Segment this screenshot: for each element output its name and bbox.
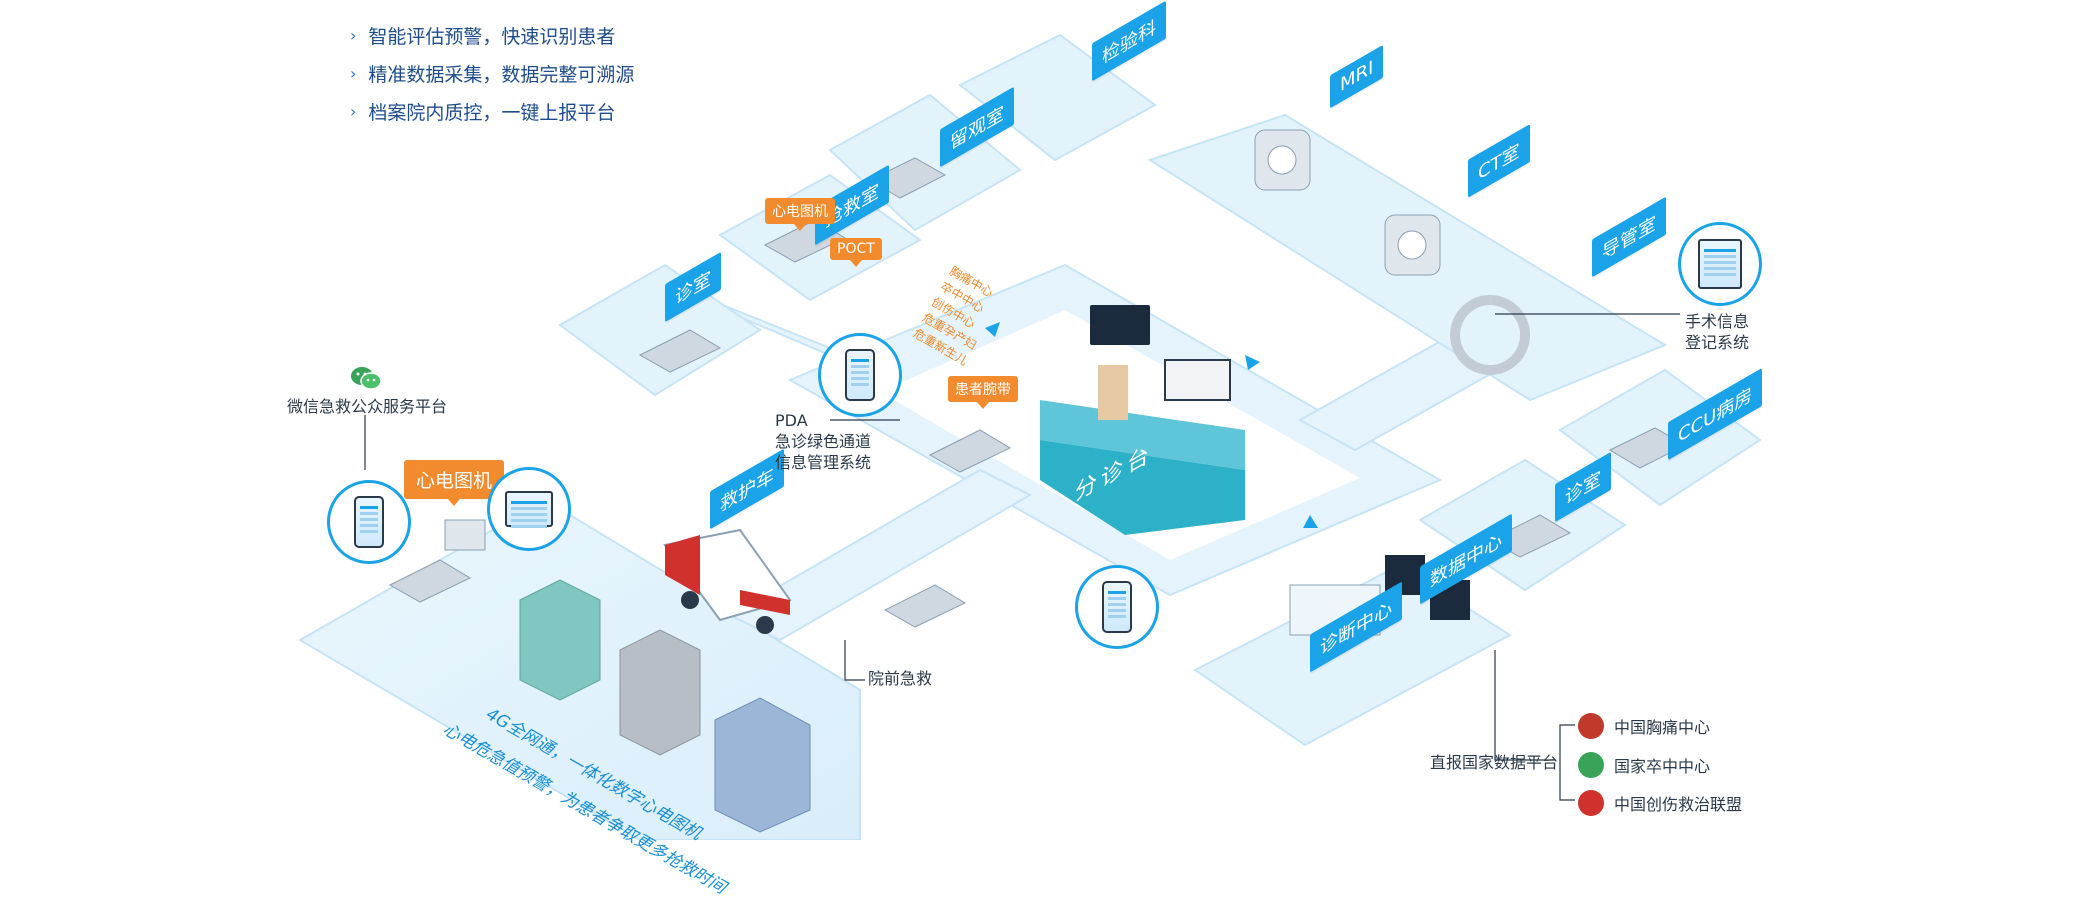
org-name: 国家卒中中心 xyxy=(1614,757,1711,776)
tag-wristband: 患者腕带 xyxy=(948,376,1018,409)
chevron-right-icon: › xyxy=(350,63,357,83)
tag-ecg-big: 心电图机 xyxy=(404,460,505,506)
feature-bullet: › 智能评估预警，快速识别患者 xyxy=(350,16,634,54)
phone-circle-prehospital xyxy=(1075,565,1159,649)
surgery-system-circle xyxy=(1678,222,1762,306)
chest-pain-seal-icon xyxy=(1578,713,1604,739)
hospital-building-icon xyxy=(519,579,811,833)
callout-wechat: 微信急救公众服务平台 xyxy=(287,397,448,416)
stroke-seal-icon xyxy=(1578,752,1604,778)
org-name: 中国创伤救治联盟 xyxy=(1614,795,1743,814)
bullet-text: 精准数据采集，数据完整可溯源 xyxy=(368,63,635,86)
callout-surgery: 手术信息 登记系统 xyxy=(1685,311,1749,353)
phone-circle-wechat xyxy=(327,480,411,564)
wechat-icon xyxy=(351,367,382,390)
org-name: 中国胸痛中心 xyxy=(1614,718,1711,737)
room-floor-lab xyxy=(958,33,1157,162)
triage-desk-front xyxy=(1040,440,1245,535)
feature-bullets: › 智能评估预警，快速识别患者 › 精准数据采集，数据完整可溯源 › 档案院内质控，一… xyxy=(350,16,634,130)
ecg-machine-icon xyxy=(444,519,486,551)
tag-ecg-small: 心电图机 xyxy=(765,198,835,231)
bullet-text: 档案院内质控，一键上报平台 xyxy=(368,101,616,124)
feature-bullet: › 档案院内质控，一键上报平台 xyxy=(350,92,634,130)
org-chest-pain: 中国胸痛中心 xyxy=(1578,713,1710,739)
org-stroke: 国家卒中中心 xyxy=(1578,752,1710,778)
callout-leader-lines xyxy=(364,313,1680,801)
ambulance-icon xyxy=(663,528,792,634)
monitor-icon xyxy=(1164,359,1231,401)
scene-stage: › 智能评估预警，快速识别患者 › 精准数据采集，数据完整可溯源 › 档案院内质控，一… xyxy=(287,0,1763,898)
callout-pda-line: PDA xyxy=(775,411,808,430)
monitor-icon xyxy=(505,491,553,527)
triage-desk-top xyxy=(1040,400,1245,470)
phone-icon xyxy=(1102,581,1132,633)
room-floor-consult1 xyxy=(558,263,762,397)
phone-circle-pda xyxy=(818,333,902,417)
corridor-branch-down xyxy=(727,468,1033,642)
monitor-icon xyxy=(1090,305,1150,345)
callout-surgery-line: 手术信息 xyxy=(1685,312,1750,331)
feature-bullet: › 精准数据采集，数据完整可溯源 xyxy=(350,54,634,92)
callout-pda-line: 急诊绿色通道 xyxy=(775,432,872,451)
callout-pda: PDA 急诊绿色通道 信息管理系统 xyxy=(775,410,871,473)
callout-pda-line: 信息管理系统 xyxy=(775,453,872,472)
scanner-icon xyxy=(1254,129,1531,375)
callout-prehospital: 院前急救 xyxy=(868,669,933,688)
trauma-seal-icon xyxy=(1578,790,1604,816)
monitor-icon xyxy=(1698,239,1742,289)
isometric-floor-plan xyxy=(298,33,1762,840)
ecg-display-circle xyxy=(487,467,571,551)
triage-backboard xyxy=(1098,365,1128,420)
bullet-text: 智能评估预警，快速识别患者 xyxy=(368,25,616,48)
callout-surgery-line: 登记系统 xyxy=(1685,333,1750,352)
callout-national: 直报国家数据平台 xyxy=(1430,753,1559,772)
phone-icon xyxy=(845,349,875,401)
tag-poct: POCT xyxy=(830,238,882,267)
chevron-right-icon: › xyxy=(350,101,357,121)
chevron-right-icon: › xyxy=(350,25,357,45)
phone-icon xyxy=(354,496,384,548)
org-trauma: 中国创伤救治联盟 xyxy=(1578,790,1742,816)
flow-arrow xyxy=(985,322,1318,528)
